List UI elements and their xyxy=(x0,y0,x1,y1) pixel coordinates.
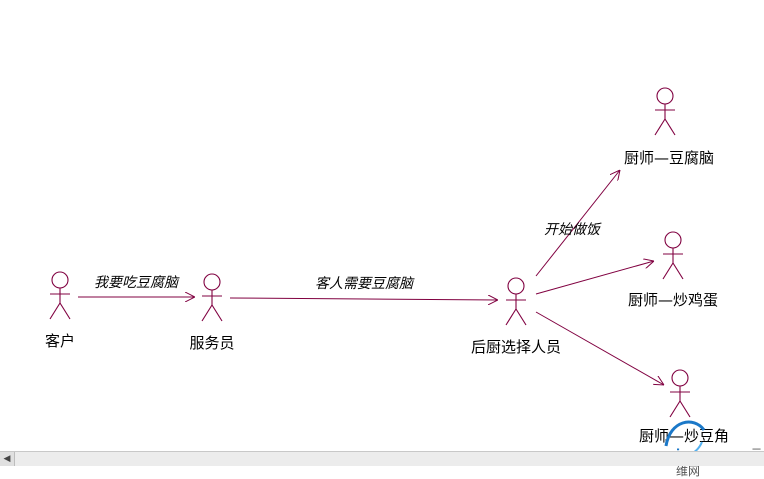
actor-kitchen-icon xyxy=(505,277,527,326)
actor-label-waiter: 服务员 xyxy=(189,334,235,352)
horizontal-scrollbar[interactable]: ◀ xyxy=(0,451,764,466)
actor-chef3-icon xyxy=(669,369,691,418)
actor-customer-icon xyxy=(49,271,71,320)
actor-label-chef2: 厨师—炒鸡蛋 xyxy=(627,291,719,309)
message-arrow-kitchen-to-chef1 xyxy=(535,170,620,277)
actor-label-chef1: 厨师—豆腐脑 xyxy=(623,149,715,167)
message-label-customer-to-waiter: 我要吃豆腐脑 xyxy=(94,275,178,291)
actor-chef1-icon xyxy=(654,87,676,136)
message-label-waiter-to-kitchen: 客人需要豆腐脑 xyxy=(315,276,413,292)
message-arrow-kitchen-to-chef3 xyxy=(535,311,664,385)
message-arrow-waiter-to-kitchen xyxy=(229,298,498,300)
message-label-kitchen-to-chef1: 开始做饭 xyxy=(544,222,600,238)
message-arrow-kitchen-to-chef2 xyxy=(535,261,654,295)
actor-chef2-icon xyxy=(662,231,684,280)
actor-label-chef3: 厨师—炒豆角 xyxy=(638,427,730,445)
actor-label-customer: 客户 xyxy=(44,332,76,350)
actor-label-kitchen: 后厨选择人员 xyxy=(470,338,562,356)
arrow-left-icon[interactable]: ◀ xyxy=(0,452,15,466)
actor-waiter-icon xyxy=(201,273,223,322)
use-case-diagram xyxy=(49,87,691,418)
